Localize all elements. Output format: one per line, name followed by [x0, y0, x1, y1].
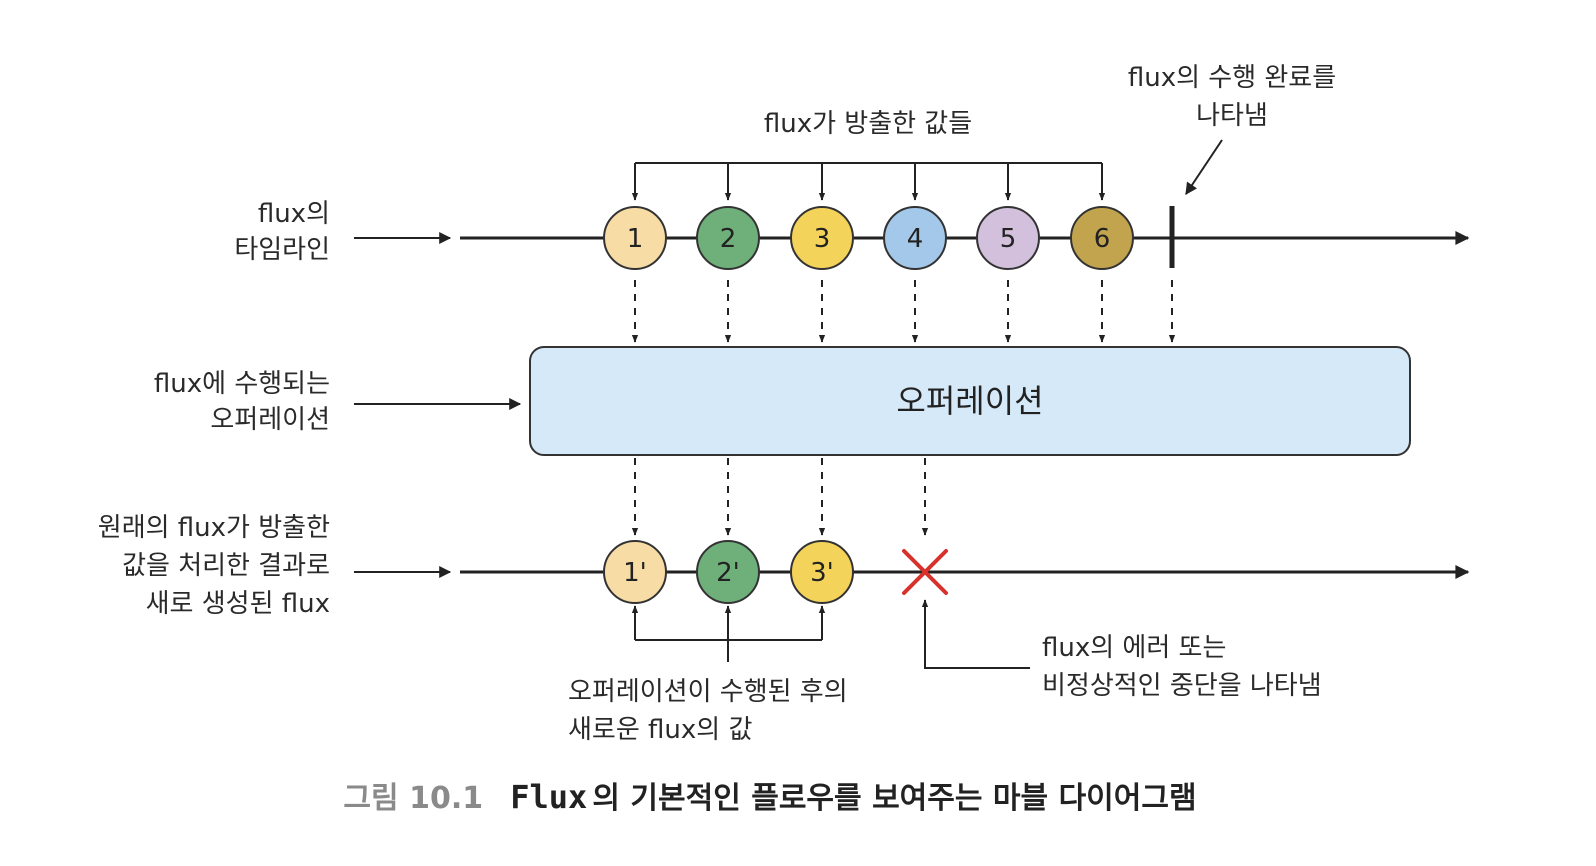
emitted-values-label: flux가 방출한 값들	[764, 109, 972, 139]
operation-box	[529, 346, 1411, 456]
bottom-node-2-circle	[696, 540, 760, 604]
top-node-6: 6	[1070, 206, 1134, 270]
bottom-node-3: 3'	[790, 540, 854, 604]
input-dashed-arrows	[631, 280, 1176, 343]
after-op-bracket	[631, 605, 826, 662]
after-op-label-line1: 오퍼레이션이 수행된 후의	[568, 677, 848, 707]
operation-label-line2: 오퍼레이션	[210, 405, 330, 435]
operation-box-label: 오퍼레이션	[896, 382, 1043, 420]
top-node-6-label: 6	[1094, 224, 1111, 254]
new-flux-label-line2: 값을 처리한 결과로	[122, 551, 330, 581]
timeline-label-line2: 타임라인	[234, 235, 330, 265]
bottom-node-1-label: 1'	[623, 558, 647, 588]
timeline-label-line1: flux의	[258, 199, 330, 229]
completion-pointer-arrow	[1185, 139, 1223, 195]
bottom-node-1: 1'	[603, 540, 667, 604]
completion-label-line1: flux의 수행 완료를	[1128, 63, 1336, 93]
bottom-node-2-label: 2'	[716, 558, 740, 588]
bottom-node-1-circle	[603, 540, 667, 604]
error-x-icon	[902, 549, 948, 595]
top-node-4: 4	[883, 206, 947, 270]
top-node-3: 3	[790, 206, 854, 270]
caption-number: 그림 10.1	[343, 781, 483, 816]
top-node-5: 5	[976, 206, 1040, 270]
top-node-2-label: 2	[720, 224, 737, 254]
top-node-4-circle	[883, 206, 947, 270]
new-flux-label-line1: 원래의 flux가 방출한	[98, 513, 330, 543]
top-node-5-circle	[976, 206, 1040, 270]
bottom-node-3-circle	[790, 540, 854, 604]
error-pointer-arrow	[921, 599, 1030, 669]
top-node-3-label: 3	[814, 224, 831, 254]
top-node-1: 1	[603, 206, 667, 270]
bottom-node-3-label: 3'	[810, 558, 834, 588]
after-op-label-line2: 새로운 flux의 값	[568, 715, 752, 745]
error-label-line1: flux의 에러 또는	[1042, 633, 1226, 663]
top-node-2: 2	[696, 206, 760, 270]
operation-label-line1: flux에 수행되는	[154, 369, 330, 399]
top-node-1-circle	[603, 206, 667, 270]
top-node-5-label: 5	[1000, 224, 1017, 254]
output-dashed-arrows	[631, 458, 929, 536]
error-label-line2: 비정상적인 중단을 나타냄	[1042, 671, 1322, 701]
top-node-4-label: 4	[907, 224, 924, 254]
bottom-node-2: 2'	[696, 540, 760, 604]
new-flux-label-line3: 새로 생성된 flux	[146, 589, 330, 619]
completion-label-line2: 나타냄	[1196, 101, 1268, 131]
caption-text: 의 기본적인 플로우를 보여주는 마블 다이어그램	[592, 781, 1196, 816]
top-node-3-circle	[790, 206, 854, 270]
figure-caption: 그림 10.1 Flux 의 기본적인 플로우를 보여주는 마블 다이어그램	[343, 778, 1196, 816]
caption-mono: Flux	[510, 778, 587, 816]
emitted-values-bracket	[631, 162, 1106, 201]
top-node-1-label: 1	[627, 224, 644, 254]
top-node-6-circle	[1070, 206, 1134, 270]
top-node-2-circle	[696, 206, 760, 270]
